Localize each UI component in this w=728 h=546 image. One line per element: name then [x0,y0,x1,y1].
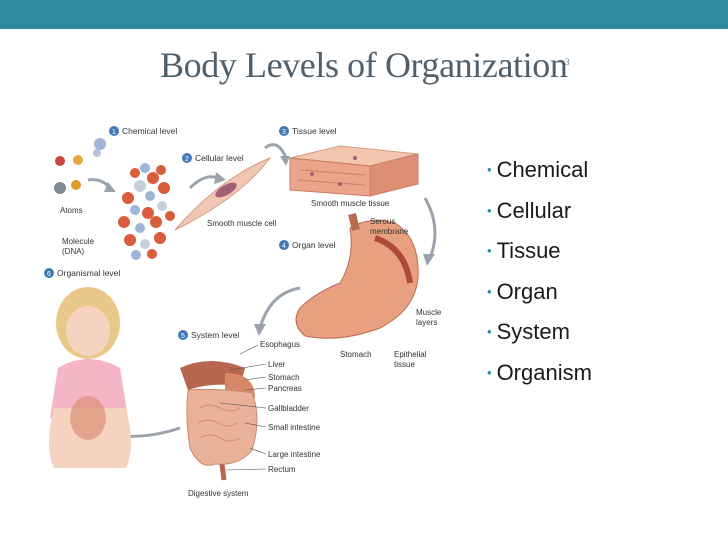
bullet-text: Organism [496,359,592,385]
smooth-muscle-cell-illustration [174,156,272,231]
levels-bullet-list: •Chemical •Cellular •Tissue •Organ •Syst… [487,150,592,394]
atoms-illustration [54,138,106,194]
molecule-dna-illustration [118,163,175,260]
label-serous: Serous [370,217,395,226]
level-label-organismal: 6 Organismal level [44,268,120,278]
label-epithelial-tissue: tissue [394,360,415,369]
level-num: 1 [112,129,116,136]
label-serous-membrane: membrane [370,227,409,236]
child-organismal-illustration [49,287,131,468]
bullet-text: System [496,319,570,345]
arrow-organ-to-system [258,286,301,329]
slide-title: Body Levels of Organization [160,45,568,85]
arrow-cell-to-tissue [264,143,288,159]
label-muscle: Muscle [416,308,442,317]
level-label: Chemical level [122,126,177,136]
bullet-text: Tissue [496,238,561,264]
level-num: 6 [47,271,51,278]
bullet-text: Cellular [496,197,572,223]
level-label: Tissue level [292,126,337,136]
level-num: 3 [282,129,286,136]
bullet-item: •Chemical [487,157,589,182]
organ-label: Pancreas [268,384,302,393]
level-label: Cellular level [195,153,244,163]
label-smooth-muscle-tissue: Smooth muscle tissue [311,199,390,208]
header-bar [0,0,728,29]
level-label: Organ level [292,240,336,250]
arrow-tissue-to-organ [423,197,437,259]
level-label-organ: 4 Organ level [279,240,336,250]
level-label-chemical: 1 Chemical level [109,126,177,136]
bullet-item: •Cellular [487,197,572,223]
levels-of-organization-figure: 1 Chemical level 2 Cellular level 3 Tiss… [44,126,442,498]
organ-label: Esophagus [260,340,300,349]
arrow-molecule-to-cell [188,175,219,190]
organ-label: Liver [268,360,286,369]
organ-label: Small intestine [268,423,321,432]
label-atoms: Atoms [60,206,83,215]
bullet-text: Organ [496,278,558,304]
organ-label: Gallbladder [268,404,309,413]
level-num: 2 [185,156,189,163]
label-stomach: Stomach [340,350,372,359]
organ-label: Rectum [268,465,296,474]
label-molecule-dna: (DNA) [62,247,85,256]
level-label-system: 5 System level [178,330,239,340]
label-molecule: Molecule [62,237,95,246]
level-label: Organismal level [57,268,120,278]
label-digestive-system: Digestive system [188,489,249,498]
slide-number: 3 [565,57,570,67]
bullet-item: •Organism [487,359,592,385]
organ-label: Stomach [268,373,300,382]
bullet-item: •Tissue [487,238,561,264]
system-organ-labels: Esophagus Liver Stomach Pancreas Gallbla… [260,340,321,474]
organ-label: Large intestine [268,450,321,459]
level-num: 5 [181,333,185,340]
smooth-muscle-tissue-illustration [289,145,419,197]
label-epithelial: Epithelial [394,350,427,359]
label-smooth-muscle-cell: Smooth muscle cell [207,219,277,228]
bullet-item: •System [487,319,570,345]
level-label-cellular: 2 Cellular level [182,153,244,163]
level-label-tissue: 3 Tissue level [279,126,337,136]
bullet-item: •Organ [487,278,558,304]
level-num: 4 [282,243,286,250]
digestive-system-illustration [180,361,258,481]
level-label: System level [191,330,239,340]
arrow-system-to-organism [121,426,181,438]
stomach-organ-illustration [295,213,419,339]
label-muscle-layers: layers [416,318,437,327]
bullet-text: Chemical [496,157,589,182]
